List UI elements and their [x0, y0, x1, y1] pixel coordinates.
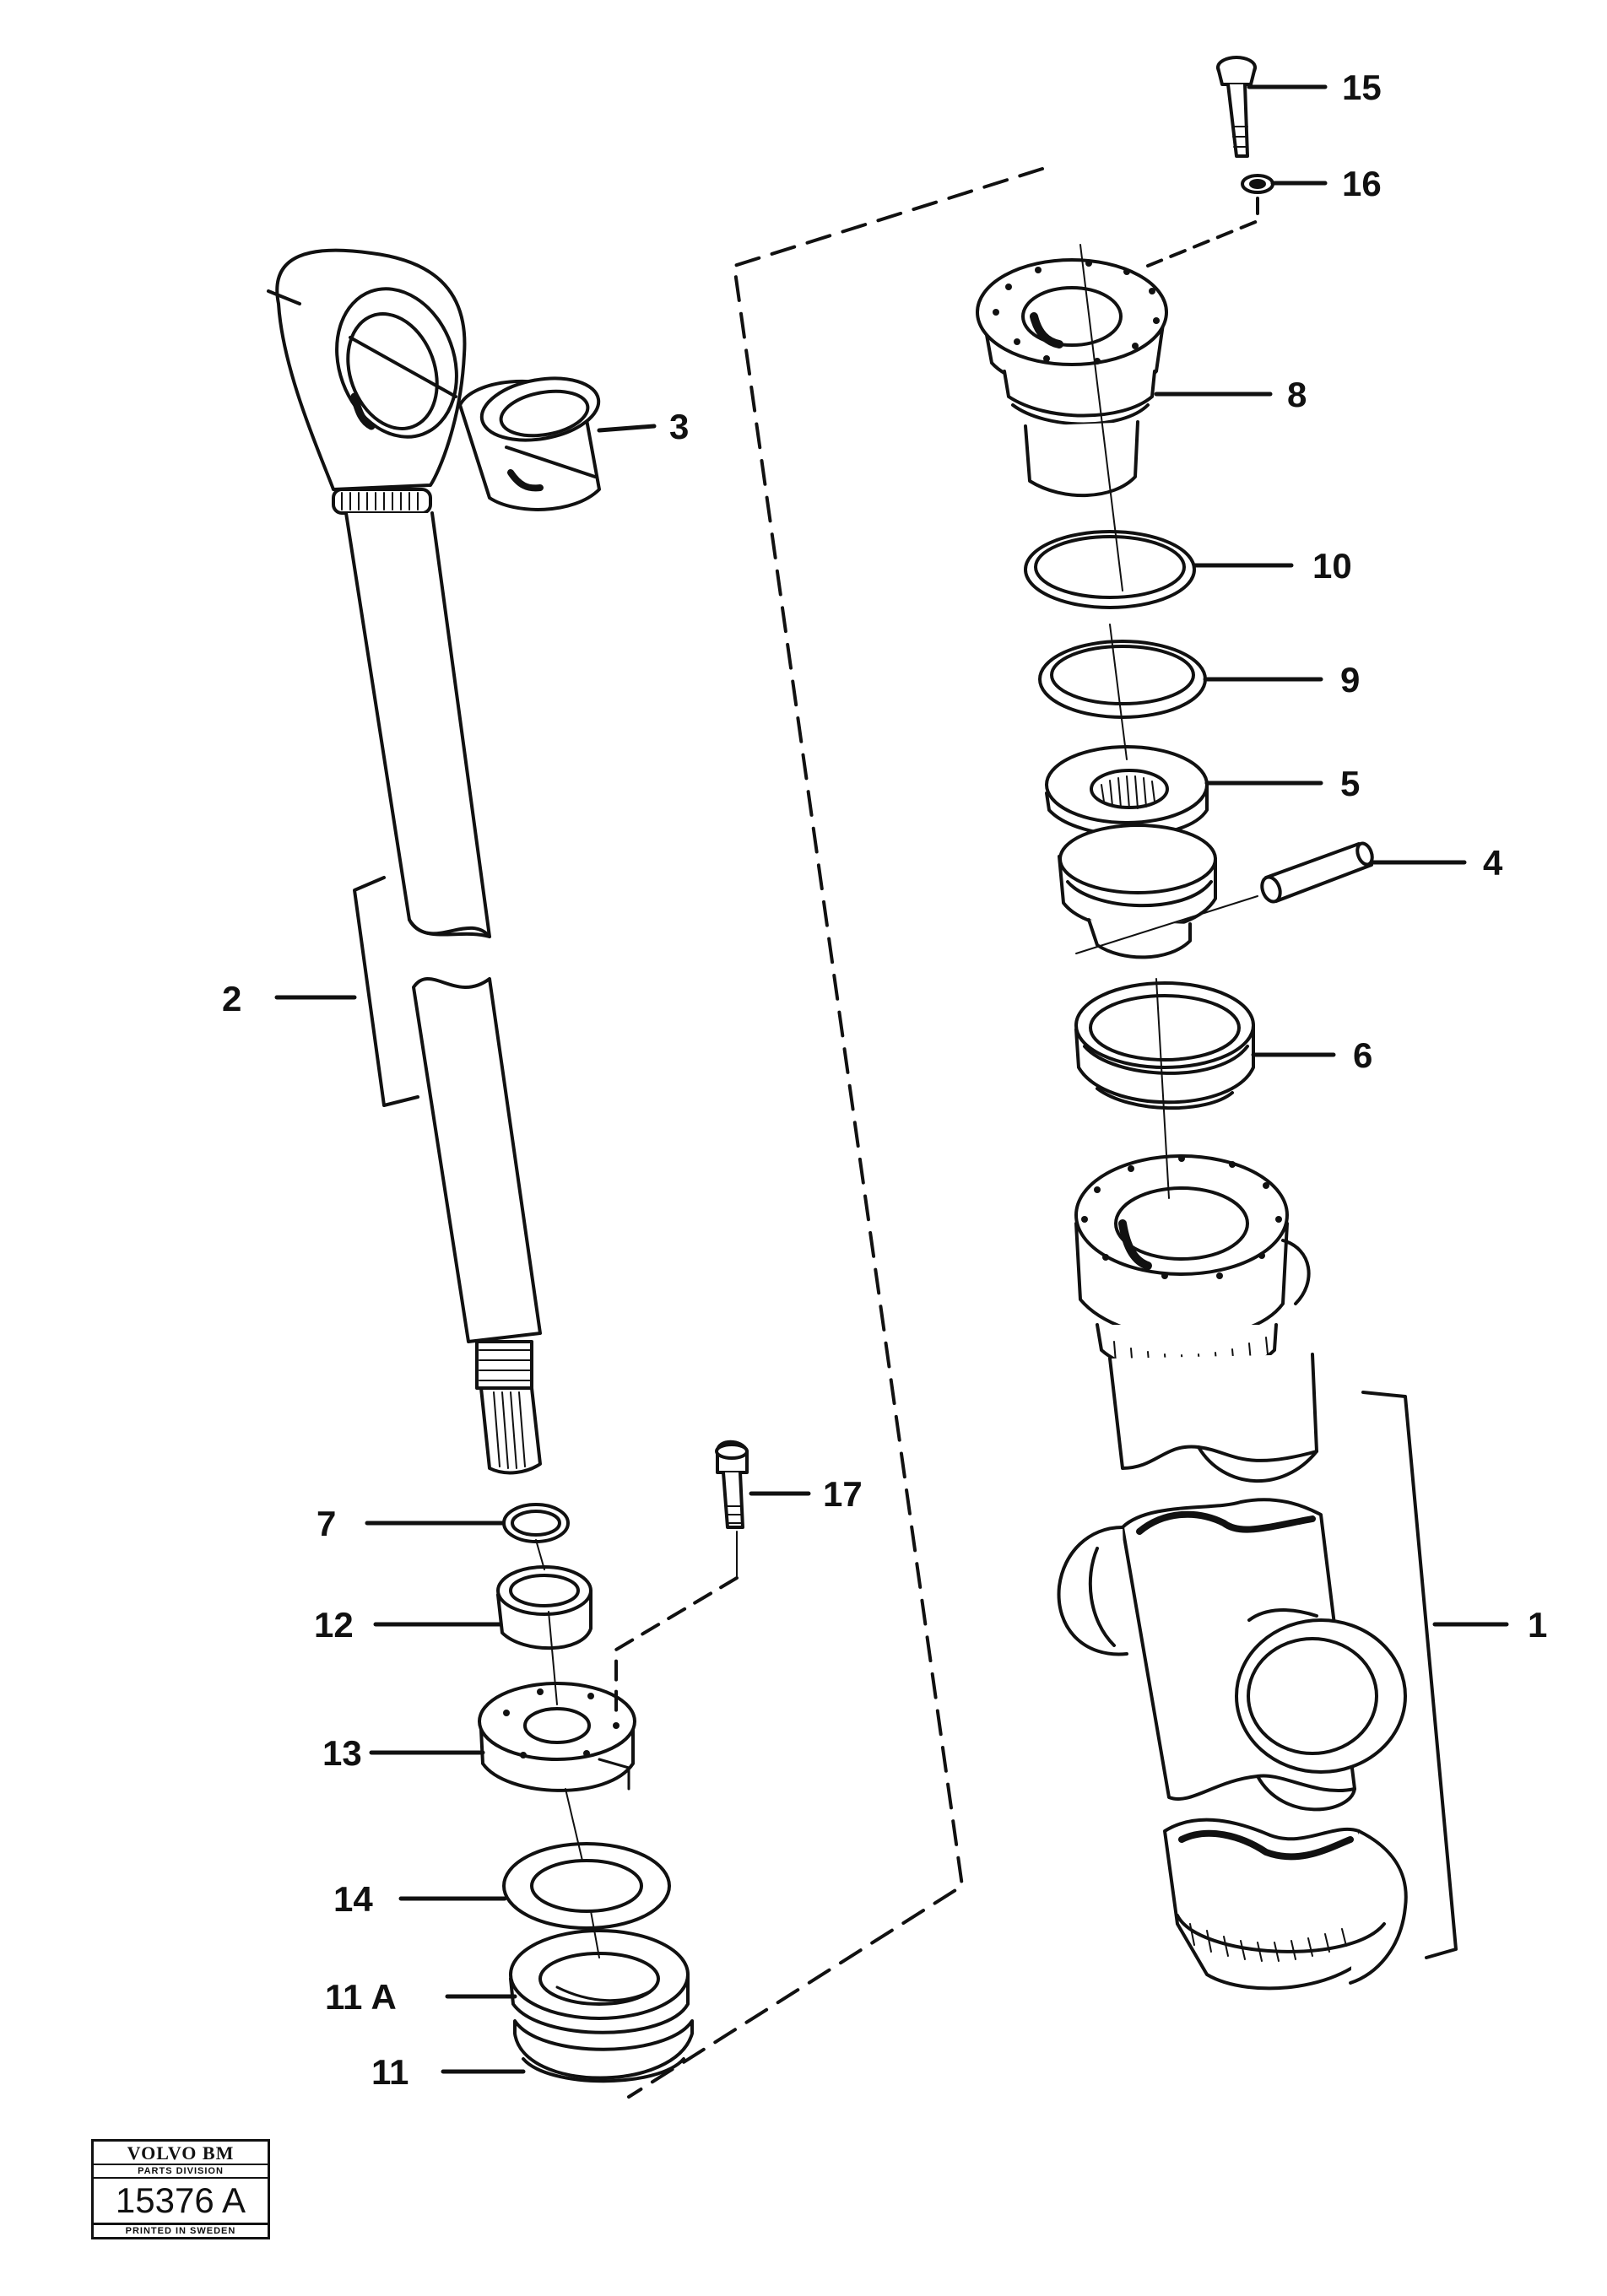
- part-3-bushing: [458, 376, 601, 511]
- callout-4: 4: [1483, 843, 1503, 883]
- part-12-guide-ring: [496, 1565, 592, 1650]
- part-4-pin: [1075, 841, 1374, 954]
- stamp-printed-in: PRINTED IN SWEDEN: [125, 2226, 236, 2236]
- part-11a-wiper: [509, 1929, 690, 2034]
- callout-16: 16: [1342, 164, 1382, 203]
- part-14-washer: [502, 1842, 671, 1930]
- callout-5: 5: [1340, 764, 1360, 803]
- volvo-bm-parts-stamp: VOLVO BM PARTS DIVISION 15376 A PRINTED …: [91, 2139, 270, 2239]
- part-15-screw: [1216, 56, 1257, 158]
- leader-3: [597, 424, 657, 433]
- part-8-cylinder-head: [976, 258, 1168, 498]
- stamp-drawing-number: 15376 A: [94, 2179, 268, 2225]
- callout-3: 3: [669, 407, 689, 446]
- callout-7: 7: [317, 1504, 336, 1543]
- callout-15: 15: [1342, 68, 1382, 107]
- part-6-piston-seal: [1074, 981, 1255, 1110]
- part-16-washer: [1241, 174, 1274, 194]
- callout-11: 11: [371, 2052, 409, 2092]
- callout-8: 8: [1287, 375, 1307, 414]
- callout-6: 6: [1353, 1035, 1372, 1075]
- callout-9: 9: [1340, 660, 1360, 700]
- callout-14: 14: [333, 1879, 373, 1919]
- callout-12: 12: [314, 1605, 354, 1645]
- part-2-piston-rod: [267, 248, 542, 1475]
- part-9-backup-ring: [1038, 640, 1207, 719]
- callout-11a: 11 A: [325, 1977, 397, 2017]
- part-7-o-ring: [502, 1503, 570, 1543]
- stamp-brand: VOLVO BM: [94, 2142, 268, 2165]
- stamp-division: PARTS DIVISION: [94, 2165, 268, 2179]
- callout-1: 1: [1528, 1605, 1547, 1645]
- part-17-bolt: [715, 1440, 749, 1529]
- callout-10: 10: [1312, 546, 1352, 586]
- part-1-cylinder-barrel: [1057, 1154, 1458, 1991]
- callout-13: 13: [322, 1733, 362, 1773]
- part-5-piston: [1045, 745, 1217, 959]
- part-10-seal-ring: [1024, 530, 1196, 609]
- callout-2: 2: [222, 979, 241, 1018]
- part-13-end-flange: [478, 1682, 636, 1792]
- callout-17: 17: [823, 1474, 863, 1514]
